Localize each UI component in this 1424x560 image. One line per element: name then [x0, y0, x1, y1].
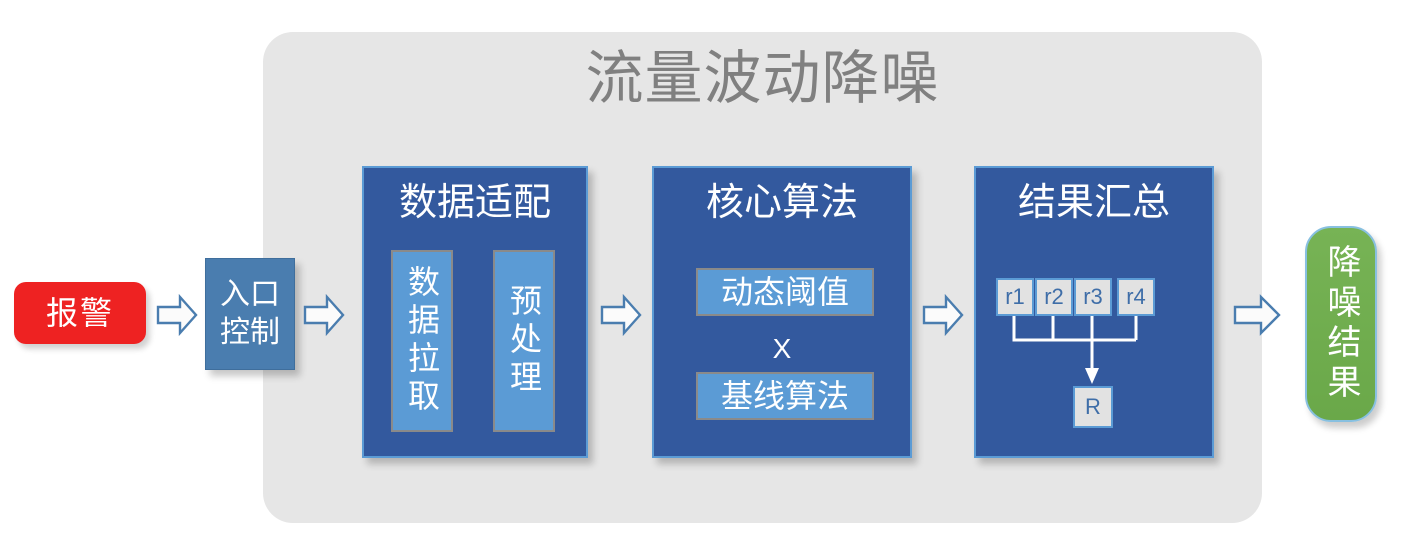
- node-r4[interactable]: r4: [1117, 278, 1155, 316]
- node-r4-label: r4: [1126, 284, 1146, 309]
- stage-box-core-algorithm[interactable]: 核心算法 动态阈值 X 基线算法: [652, 166, 912, 458]
- stage-box-result-summary[interactable]: 结果汇总 r1 r2 r3 r4 R: [974, 166, 1214, 458]
- node-merged-result[interactable]: R: [1073, 386, 1113, 428]
- chip-baseline-algorithm-label: 基线算法: [720, 378, 849, 414]
- alarm-label: 报警: [45, 295, 114, 331]
- node-r3-label: r3: [1083, 284, 1103, 309]
- stage-header-core-algorithm: 核心算法: [705, 182, 858, 224]
- node-r2[interactable]: r2: [1035, 278, 1073, 316]
- chip-data-pull[interactable]: 数据拉取: [391, 250, 453, 432]
- stage-header-result-summary: 结果汇总: [1017, 182, 1170, 224]
- entry-control-line2: 控制: [220, 316, 280, 349]
- chip-dynamic-threshold-label: 动态阈值: [720, 274, 849, 310]
- arrow-data-adapt-to-core-algo: [600, 293, 642, 337]
- node-merged-result-label: R: [1085, 394, 1101, 419]
- stage-header-data-adaptation: 数据适配: [398, 182, 551, 224]
- entry-control-box[interactable]: 入口 控制: [205, 258, 295, 370]
- entry-control-line1: 入口: [220, 278, 280, 311]
- stage-box-data-adaptation[interactable]: 数据适配 数据拉取 预处理: [362, 166, 588, 458]
- node-r3[interactable]: r3: [1074, 278, 1112, 316]
- page-title: 流量波动降噪: [585, 46, 940, 111]
- chip-dynamic-threshold[interactable]: 动态阈值: [696, 268, 874, 316]
- node-r1[interactable]: r1: [996, 278, 1034, 316]
- node-r2-label: r2: [1044, 284, 1064, 309]
- node-r1-label: r1: [1005, 284, 1025, 309]
- chip-preprocess[interactable]: 预处理: [493, 250, 555, 432]
- output-result-badge[interactable]: 降噪结果: [1305, 226, 1377, 422]
- chip-preprocess-label: 预处理: [506, 284, 542, 398]
- arrow-alarm-to-entry: [156, 293, 198, 337]
- arrow-core-algo-to-result-summary: [922, 293, 964, 337]
- chip-baseline-algorithm[interactable]: 基线算法: [696, 372, 874, 420]
- arrow-result-summary-to-output: [1233, 293, 1281, 337]
- chip-data-pull-label: 数据拉取: [404, 265, 440, 417]
- merge-arrowhead: [1085, 368, 1099, 384]
- output-result-label: 降噪结果: [1322, 244, 1360, 404]
- operator-multiply: X: [772, 333, 792, 364]
- arrow-entry-to-data-adapt: [303, 293, 345, 337]
- alarm-badge[interactable]: 报警: [14, 282, 146, 344]
- merge-connector-lines: [1012, 312, 1138, 384]
